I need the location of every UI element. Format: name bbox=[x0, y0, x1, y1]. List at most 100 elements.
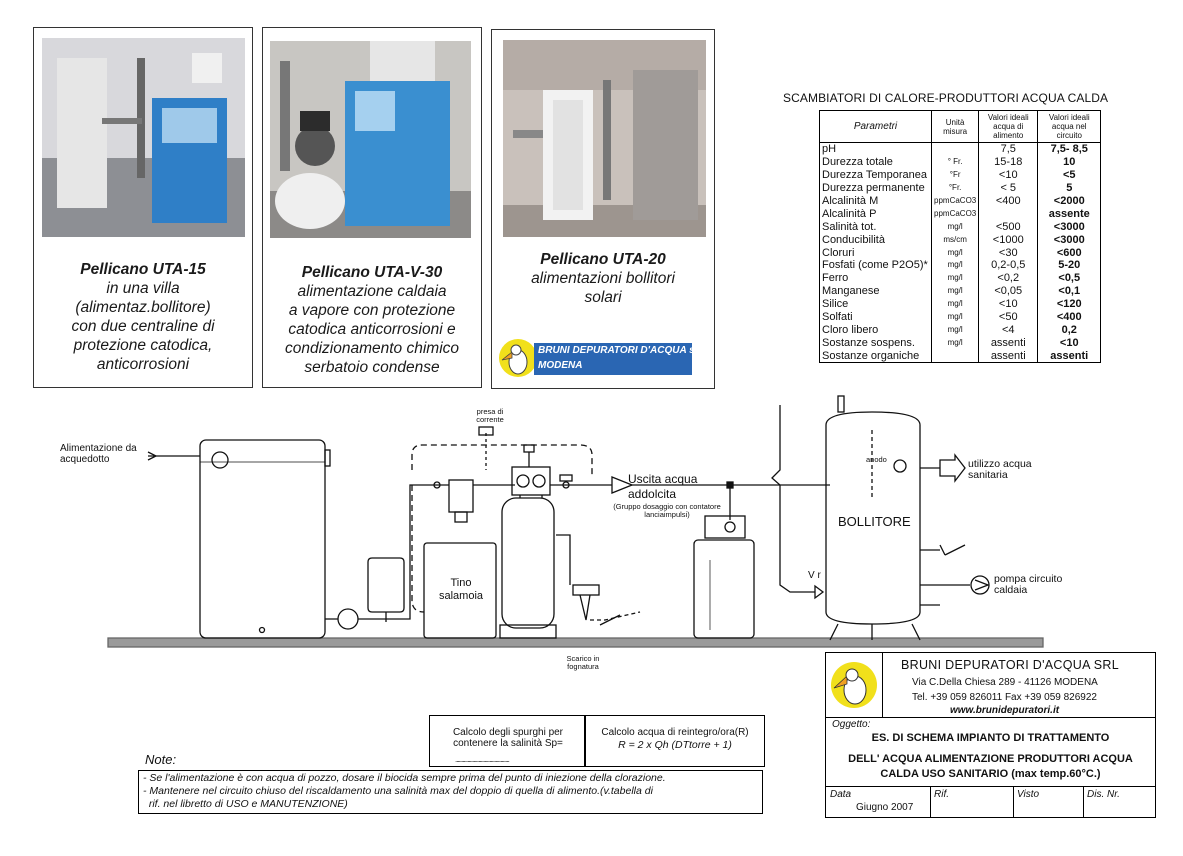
param-feed-value-cell: <10 bbox=[978, 297, 1039, 311]
calc-reintegro-box: Calcolo acqua di reintegro/ora(R) R = 2 … bbox=[585, 715, 765, 767]
dosing-tank bbox=[693, 539, 755, 639]
param-unit-cell bbox=[930, 141, 980, 156]
param-feed-value-cell: 15-18 bbox=[978, 155, 1039, 169]
sanitary-outlet-arrow bbox=[939, 453, 966, 483]
param-circuit-value-cell: <400 bbox=[1037, 310, 1102, 324]
param-name-cell: Sostanze sospens. bbox=[819, 336, 932, 350]
param-feed-value-cell: <50 bbox=[978, 310, 1039, 324]
title-block-logo-frame bbox=[826, 653, 883, 717]
param-name-cell: Silice bbox=[819, 297, 932, 311]
param-feed-value-cell: <500 bbox=[978, 220, 1039, 234]
param-name-cell: Manganese bbox=[819, 284, 932, 298]
photo-utav30 bbox=[270, 41, 471, 238]
caption-utav30-line: condizionamento chimico bbox=[284, 340, 460, 357]
param-name-cell: Solfati bbox=[819, 310, 932, 324]
footer-cell-dis: Dis. Nr. bbox=[1083, 787, 1155, 818]
table-header: Valori ideali acqua nel circuito bbox=[1037, 110, 1102, 143]
softener-valve-head bbox=[511, 466, 551, 496]
caption-uta15-title: Pellicano UTA-15 bbox=[80, 261, 206, 278]
note-line: - Mantenere nel circuito chiuso del risc… bbox=[143, 785, 653, 797]
visto-label: Visto bbox=[1017, 789, 1040, 800]
rif-label: Rif. bbox=[934, 789, 949, 800]
caption-uta20: Pellicano UTA-20 alimentazioni bollitori… bbox=[492, 250, 714, 307]
param-circuit-value-cell: 10 bbox=[1037, 155, 1102, 169]
param-feed-value-cell: <0,2 bbox=[978, 271, 1039, 285]
dis-label: Dis. Nr. bbox=[1087, 789, 1120, 800]
param-circuit-value-cell: <3000 bbox=[1037, 233, 1102, 247]
param-unit-cell: mg/l bbox=[930, 220, 980, 234]
calc-reintegro-text: Calcolo acqua di reintegro/ora(R) bbox=[601, 727, 749, 738]
data-label: Data bbox=[830, 789, 852, 800]
param-name-cell: Conducibilità bbox=[819, 233, 932, 247]
oggetto-label: Oggetto: bbox=[832, 719, 871, 730]
photo-uta15 bbox=[42, 38, 245, 237]
label-uscita: Uscita acqua addolcita bbox=[628, 472, 698, 501]
param-unit-cell: ppmCaCO3 bbox=[930, 207, 980, 221]
label-pompa: pompa circuito caldaia bbox=[994, 573, 1063, 596]
caption-utav30-line: a vapore con protezione bbox=[288, 302, 456, 319]
company-name: BRUNI DEPURATORI D'ACQUA SRL bbox=[901, 658, 1120, 672]
boiler-tank bbox=[825, 411, 921, 625]
photo-card-utav30: Pellicano UTA-V-30 alimentazione caldaia… bbox=[262, 27, 482, 388]
param-unit-cell: mg/l bbox=[930, 297, 980, 311]
caption-utav30-title: Pellicano UTA-V-30 bbox=[301, 264, 443, 281]
feed-pump bbox=[337, 608, 359, 630]
param-name-cell: Cloro libero bbox=[819, 323, 932, 337]
caption-uta15-line: con due centraline di bbox=[71, 318, 215, 335]
caption-uta15-line: in una villa bbox=[106, 280, 180, 297]
label-anodo: anodo bbox=[866, 455, 887, 464]
oggetto-line: CALDA USO SANITARIO (max temp.60°C.) bbox=[880, 768, 1101, 780]
oggetto-line: ES. DI SCHEMA IMPIANTO DI TRATTAMENTO bbox=[871, 732, 1110, 744]
param-name-cell: Sostanze organiche bbox=[819, 349, 932, 364]
pelican-logo-icon bbox=[499, 339, 537, 377]
label-bollitore: BOLLITORE bbox=[838, 514, 911, 529]
param-unit-cell: mg/l bbox=[930, 284, 980, 298]
param-feed-value-cell: assenti bbox=[978, 336, 1039, 350]
param-feed-value-cell: <0,05 bbox=[978, 284, 1039, 298]
param-feed-value-cell bbox=[978, 207, 1039, 221]
caption-uta15: Pellicano UTA-15 in una villa (alimentaz… bbox=[34, 260, 252, 374]
company-website[interactable]: www.brunidepuratori.it bbox=[950, 705, 1060, 716]
brine-tank bbox=[423, 542, 497, 639]
thermometer-dial bbox=[893, 459, 907, 473]
param-unit-cell: mg/l bbox=[930, 336, 980, 350]
caption-uta15-line: protezione catodica, bbox=[73, 337, 213, 354]
softener-column bbox=[501, 497, 555, 629]
caption-uta20-line: solari bbox=[584, 289, 622, 306]
title-block: BRUNI DEPURATORI D'ACQUA SRL Via C.Della… bbox=[825, 652, 1156, 818]
caption-uta20-line: alimentazioni bollitori bbox=[531, 270, 675, 287]
label-utilizzo: utilizzo acqua sanitaria bbox=[968, 458, 1032, 481]
param-feed-value-cell: <4 bbox=[978, 323, 1039, 337]
param-name-cell: Alcalinità P bbox=[819, 207, 932, 221]
parameters-table: Parametri Unità misura Valori ideali acq… bbox=[819, 110, 1102, 364]
label-tino: Tino salamoia bbox=[438, 577, 484, 602]
expansion-vessel bbox=[367, 557, 405, 613]
logo-small-line1: BRUNI DEPURATORI D'ACQUA s.r.l. bbox=[538, 345, 710, 356]
param-circuit-value-cell: <0,1 bbox=[1037, 284, 1102, 298]
caption-utav30-line: catodica anticorrosioni e bbox=[288, 321, 456, 338]
param-name-cell: Alcalinità M bbox=[819, 194, 932, 208]
table-header: Parametri bbox=[819, 110, 932, 143]
company-address: Via C.Della Chiesa 289 - 41126 MODENA bbox=[912, 677, 1098, 688]
caption-uta20-title: Pellicano UTA-20 bbox=[540, 251, 666, 268]
param-unit-cell: ms/cm bbox=[930, 233, 980, 247]
company-phone: Tel. +39 059 826011 Fax +39 059 826922 bbox=[912, 692, 1097, 703]
param-name-cell: Durezza Temporanea bbox=[819, 168, 932, 182]
param-name-cell: Durezza totale bbox=[819, 155, 932, 169]
param-circuit-value-cell: <5 bbox=[1037, 168, 1102, 182]
param-circuit-value-cell: <2000 bbox=[1037, 194, 1102, 208]
table-header: Valori ideali acqua di alimento bbox=[978, 110, 1039, 143]
oggetto-line: DELL' ACQUA ALIMENTAZIONE PRODUTTORI ACQ… bbox=[848, 753, 1133, 765]
title-block-header: BRUNI DEPURATORI D'ACQUA SRL Via C.Della… bbox=[826, 653, 1155, 718]
param-unit-cell: °Fr bbox=[930, 168, 980, 182]
table-header-row: Parametri Unità misura Valori ideali acq… bbox=[819, 110, 1102, 143]
filter-housing bbox=[448, 479, 474, 513]
